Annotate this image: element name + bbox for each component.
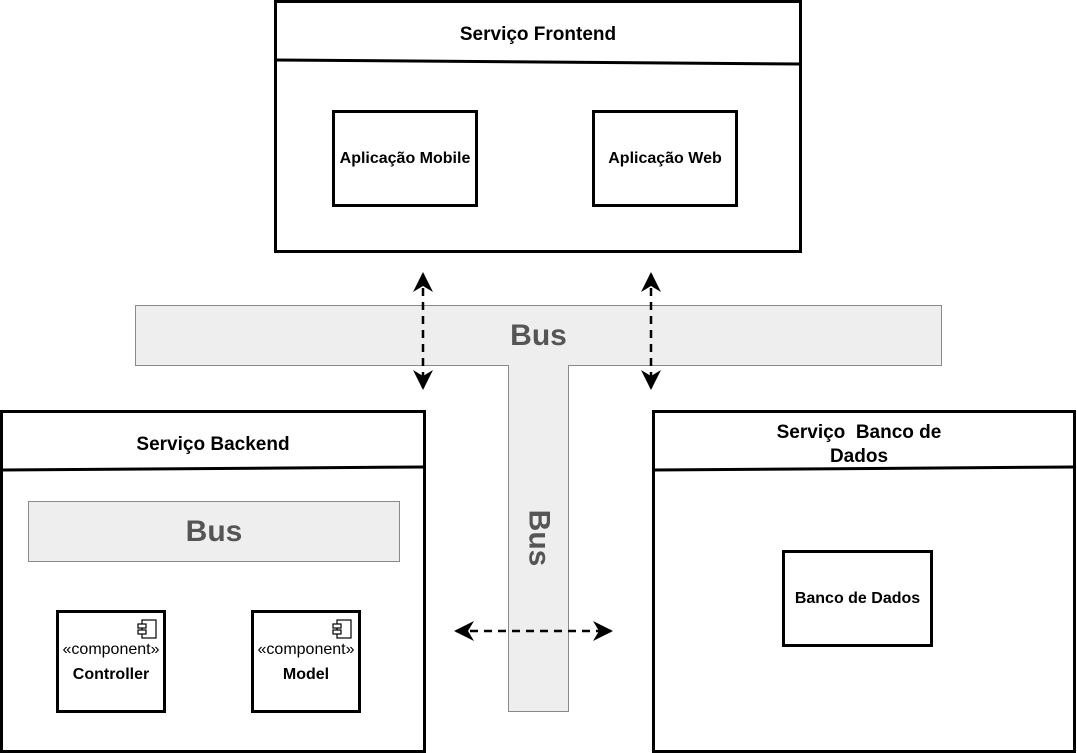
main-bus: Bus xyxy=(135,305,942,366)
mobile-app-box: Aplicação Mobile xyxy=(332,110,478,207)
vertical-bus: Bus xyxy=(508,365,569,712)
component-icon xyxy=(332,619,352,639)
backend-bus-label: Bus xyxy=(185,514,243,548)
database-box: Banco de Dados xyxy=(782,550,933,647)
database-label: Banco de Dados xyxy=(794,589,921,607)
database-service-title-line1: Serviço Banco de xyxy=(776,422,942,443)
web-app-box: Aplicação Web xyxy=(592,110,738,207)
model-name: Model xyxy=(282,666,330,683)
database-service-title: Serviço Banco de Dados xyxy=(645,421,1073,469)
controller-name: Controller xyxy=(72,666,150,683)
backend-service-title: Serviço Backend xyxy=(136,434,290,455)
mobile-app-label: Aplicação Mobile xyxy=(339,149,471,167)
frontend-service-title: Serviço Frontend xyxy=(459,24,617,45)
model-component: «component» Model xyxy=(251,610,361,713)
controller-stereotype: «component» xyxy=(62,641,160,658)
controller-component: «component» Controller xyxy=(56,610,166,713)
main-bus-label: Bus xyxy=(510,318,567,352)
component-icon xyxy=(137,619,157,639)
database-service-title-line2: Dados xyxy=(829,446,889,467)
backend-bus: Bus xyxy=(28,501,400,562)
vertical-bus-label: Bus xyxy=(522,509,556,567)
model-stereotype: «component» xyxy=(257,641,355,658)
web-app-label: Aplicação Web xyxy=(608,149,722,167)
